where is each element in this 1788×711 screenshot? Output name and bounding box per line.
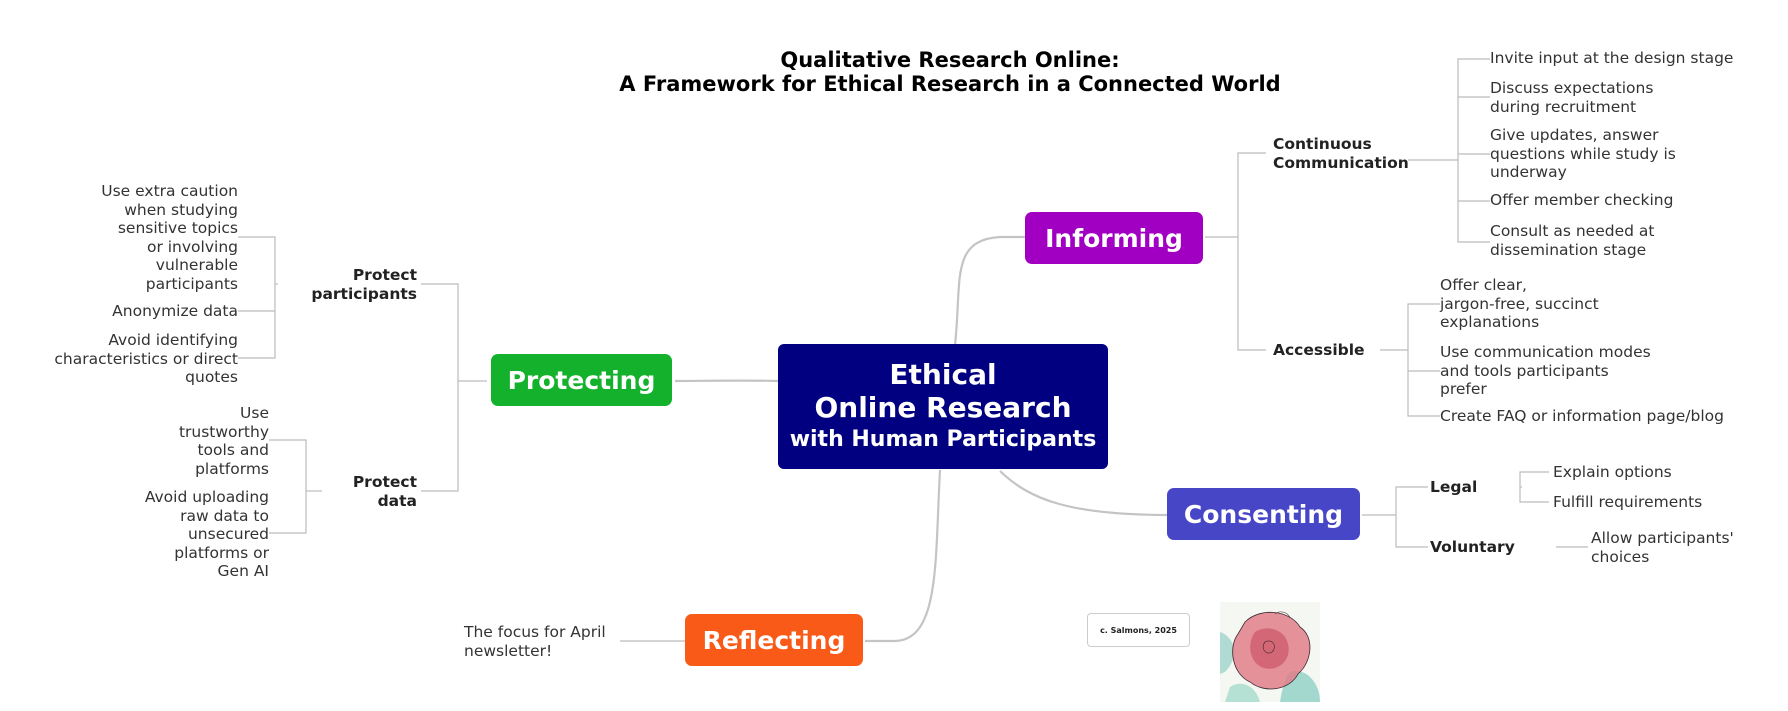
leaf-line: choices xyxy=(1591,547,1650,566)
leaf-explain-options[interactable]: Explain options xyxy=(1553,463,1672,481)
branch-protecting[interactable]: Protecting xyxy=(491,354,672,406)
leaf-line: platforms or xyxy=(174,543,269,562)
leaf-avoid-uploading[interactable]: Avoid uploading raw data to unsecured pl… xyxy=(110,488,269,581)
subtopic-voluntary[interactable]: Voluntary xyxy=(1430,538,1515,556)
leaf-line: jargon-free, succinct xyxy=(1440,294,1599,313)
leaf-line: dissemination stage xyxy=(1490,240,1647,259)
branch-consenting[interactable]: Consenting xyxy=(1167,488,1360,540)
credit-note: c. Salmons, 2025 xyxy=(1087,613,1190,647)
leaf-line: Offer clear, xyxy=(1440,276,1527,294)
leaf-allow-choices[interactable]: Allow participants' choices xyxy=(1591,529,1734,566)
branch-reflecting[interactable]: Reflecting xyxy=(685,614,863,666)
leaf-line: raw data to xyxy=(180,506,269,525)
flower-illustration xyxy=(1220,602,1320,702)
leaf-line: Anonymize data xyxy=(112,302,238,320)
leaf-line: Offer member checking xyxy=(1490,191,1674,209)
leaf-line: vulnerable xyxy=(155,256,238,274)
leaf-line: Consult as needed at xyxy=(1490,222,1655,240)
branch-informing[interactable]: Informing xyxy=(1025,212,1203,264)
leaf-fulfill-requirements[interactable]: Fulfill requirements xyxy=(1553,493,1703,511)
leaf-discuss-expectations[interactable]: Discuss expectations during recruitment xyxy=(1490,79,1653,116)
leaf-line: and tools participants xyxy=(1440,361,1609,380)
leaf-line: Discuss expectations xyxy=(1490,79,1654,97)
central-topic[interactable]: Ethical Online Research with Human Parti… xyxy=(778,344,1108,469)
leaf-line: Create FAQ or information page/blog xyxy=(1440,407,1724,425)
leaf-member-checking[interactable]: Offer member checking xyxy=(1490,191,1673,210)
subtopic-protect-data[interactable]: Protect data xyxy=(281,473,417,510)
leaf-april-newsletter[interactable]: The focus for April newsletter! xyxy=(464,623,606,660)
leaf-give-updates[interactable]: Give updates, answer questions while stu… xyxy=(1490,126,1676,182)
subtopic-accessible[interactable]: Accessible xyxy=(1273,341,1365,359)
central-line-1: Ethical xyxy=(889,358,997,391)
leaf-line: quotes xyxy=(185,368,238,386)
leaf-line: Gen AI xyxy=(217,562,269,580)
leaf-line: Allow participants' xyxy=(1591,529,1734,547)
leaf-line: Invite input at the design stage xyxy=(1490,49,1734,67)
subtopic-label-line: Protect xyxy=(352,266,417,284)
title-line-1: Qualitative Research Online: xyxy=(780,48,1120,72)
leaf-consult-dissemination[interactable]: Consult as needed at dissemination stage xyxy=(1490,222,1654,259)
leaf-line: The focus for April xyxy=(464,623,606,641)
leaf-line: characteristics or direct xyxy=(54,349,238,368)
central-line-2: Online Research xyxy=(814,391,1072,424)
central-line-3: with Human Participants xyxy=(789,427,1097,452)
leaf-line: Avoid identifying xyxy=(108,331,238,349)
title-line-2: A Framework for Ethical Research in a Co… xyxy=(619,72,1281,96)
leaf-anonymize-data[interactable]: Anonymize data xyxy=(60,302,238,321)
leaf-line: participants xyxy=(145,274,238,293)
leaf-offer-clear[interactable]: Offer clear, jargon-free, succinct expla… xyxy=(1440,276,1599,332)
leaf-line: Use xyxy=(240,404,269,422)
leaf-extra-caution[interactable]: Use extra caution when studying sensitiv… xyxy=(60,182,238,293)
subtopic-legal[interactable]: Legal xyxy=(1430,478,1478,496)
leaf-line: Use communication modes xyxy=(1440,343,1651,361)
leaf-trustworthy-tools[interactable]: Use trustworthy tools and platforms xyxy=(130,404,269,478)
leaf-line: Avoid uploading xyxy=(144,488,269,506)
leaf-line: Use extra caution xyxy=(101,182,238,200)
leaf-line: tools and xyxy=(197,441,269,459)
leaf-faq-page[interactable]: Create FAQ or information page/blog xyxy=(1440,407,1724,426)
leaf-line: or involving xyxy=(146,237,238,256)
subtopic-label-line: Protect xyxy=(352,473,417,491)
leaf-line: explanations xyxy=(1440,313,1540,331)
leaf-line: trustworthy xyxy=(178,422,269,441)
leaf-line: underway xyxy=(1490,163,1567,181)
subtopic-label-line: participants xyxy=(311,284,417,303)
subtopic-protect-participants[interactable]: Protect participants xyxy=(281,266,417,303)
leaf-line: during recruitment xyxy=(1490,97,1637,116)
subtopic-label-line: Communication xyxy=(1273,153,1409,172)
leaf-communication-modes[interactable]: Use communication modes and tools partic… xyxy=(1440,343,1651,399)
leaf-line: newsletter! xyxy=(464,641,553,660)
leaf-line: Give updates, answer xyxy=(1490,126,1659,144)
leaf-line: unsecured xyxy=(187,525,269,543)
leaf-line: questions while study is xyxy=(1490,144,1676,163)
leaf-line: platforms xyxy=(195,459,269,478)
subtopic-continuous-communication[interactable]: Continuous Communication xyxy=(1273,135,1409,172)
leaf-invite-input[interactable]: Invite input at the design stage xyxy=(1490,49,1733,68)
leaf-avoid-identifying[interactable]: Avoid identifying characteristics or dir… xyxy=(30,331,238,387)
leaf-line: prefer xyxy=(1440,380,1487,398)
leaf-line: sensitive topics xyxy=(117,219,238,237)
leaf-line: when studying xyxy=(124,200,238,219)
diagram-title: Qualitative Research Online: A Framework… xyxy=(600,48,1300,96)
subtopic-label-line: Continuous xyxy=(1273,135,1372,153)
subtopic-label-line: data xyxy=(377,491,417,510)
